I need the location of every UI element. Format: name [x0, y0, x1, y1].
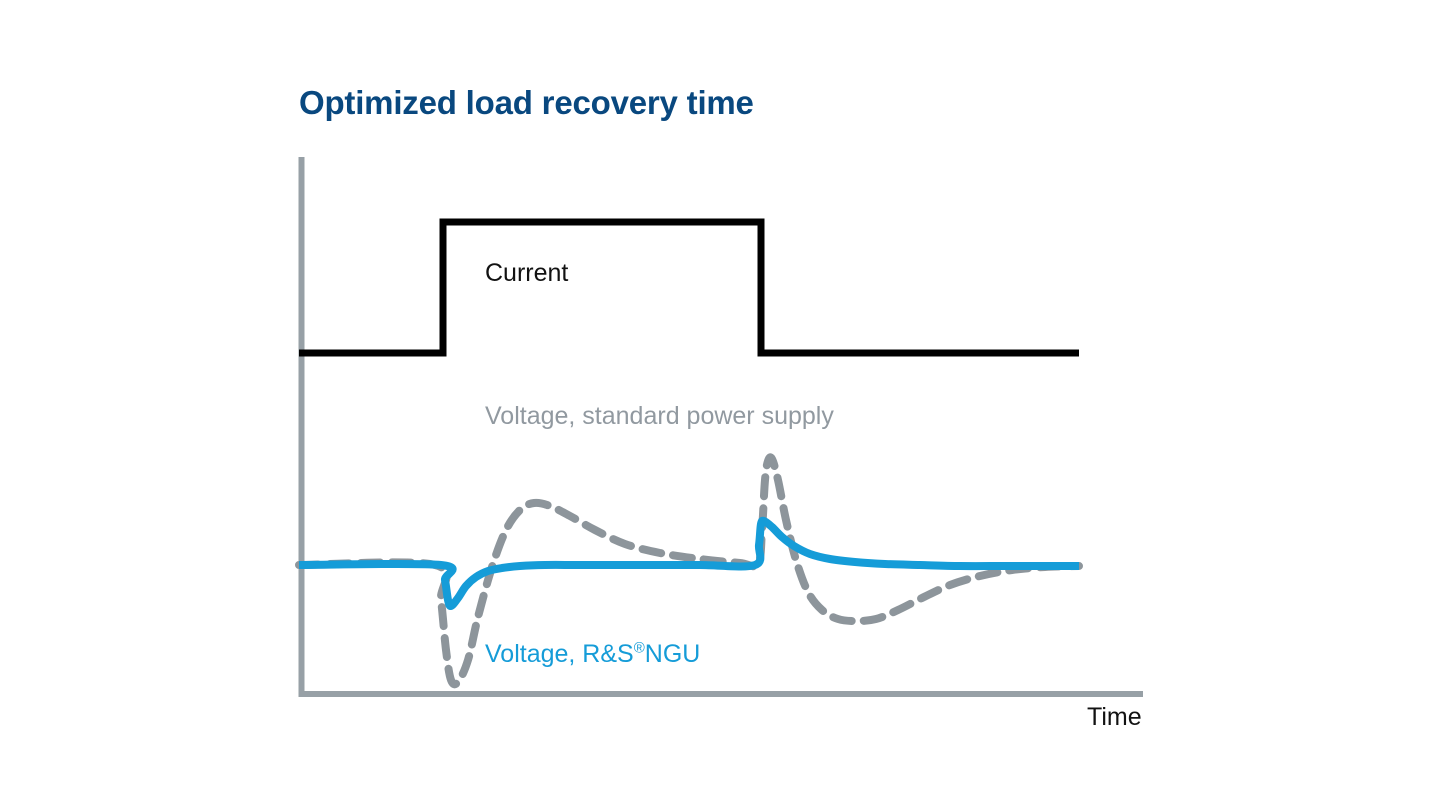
series-label-standard-supply: Voltage, standard power supply: [485, 402, 834, 430]
ngu-label-prefix: Voltage, R&S: [485, 640, 634, 668]
series-label-current: Current: [485, 259, 569, 287]
registered-mark-icon: ®: [633, 639, 645, 657]
x-axis-label: Time: [1087, 703, 1142, 731]
series-label-ngu: Voltage, R&S®NGU: [485, 640, 700, 669]
series-ngu-line: [298, 516, 1079, 611]
series-current-line: [299, 218, 1079, 357]
ngu-label-suffix: NGU: [644, 640, 701, 668]
page-title: Optimized load recovery time: [299, 84, 754, 121]
